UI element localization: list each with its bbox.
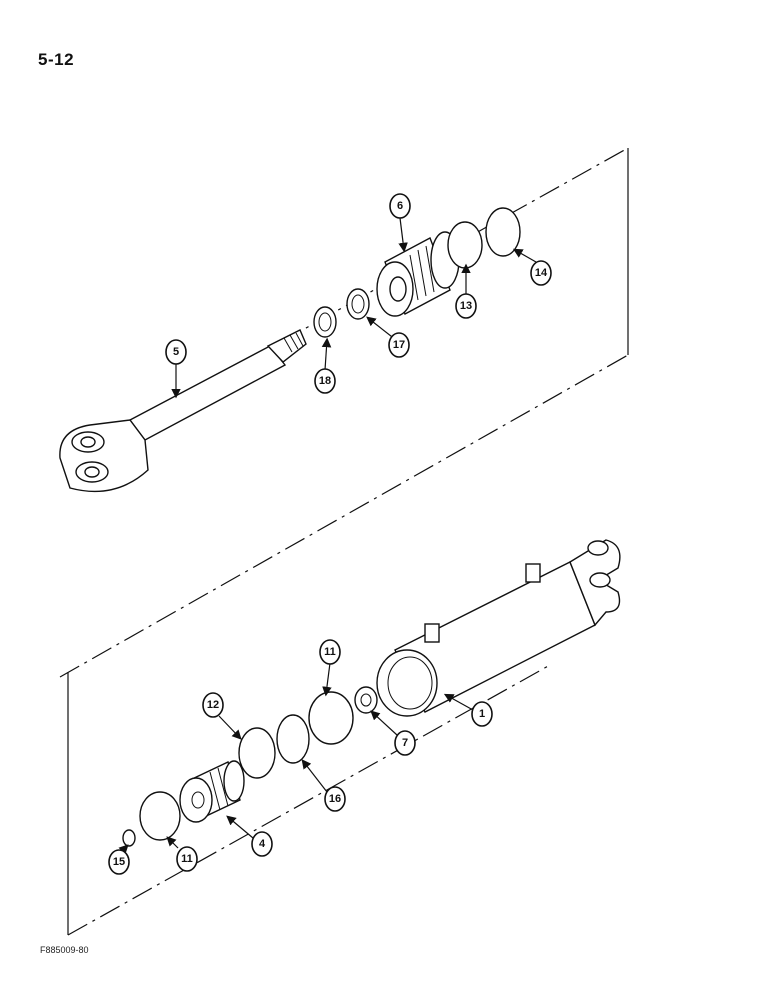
o-ring-15	[122, 829, 136, 847]
callout-6: 6	[389, 193, 411, 219]
callout-15: 15	[108, 849, 130, 875]
svg-text:6: 6	[397, 200, 403, 212]
callout-16: 16	[324, 786, 346, 812]
svg-text:11: 11	[181, 853, 193, 865]
frame-lines	[59, 147, 629, 936]
seal-14	[485, 207, 521, 257]
seal-16	[276, 714, 310, 764]
callout-12: 12	[202, 692, 224, 718]
nut	[354, 686, 378, 714]
ring-17	[346, 288, 370, 320]
ring-18	[313, 306, 337, 338]
callout-11-upper: 11	[319, 639, 341, 665]
piston	[179, 760, 245, 823]
svg-text:11: 11	[324, 646, 336, 658]
callout-18: 18	[314, 368, 336, 394]
svg-text:12: 12	[207, 699, 219, 711]
seal-13	[447, 221, 483, 269]
cylinder-barrel	[376, 539, 621, 717]
page-number: 5-12	[38, 50, 75, 69]
callout-11-lower: 11	[176, 846, 198, 872]
svg-text:14: 14	[535, 267, 548, 279]
callout-5: 5	[165, 339, 187, 365]
backup-ring-11-lower	[139, 791, 181, 841]
gland	[376, 231, 460, 317]
callout-13: 13	[455, 293, 477, 319]
svg-text:18: 18	[319, 375, 331, 387]
callout-7: 7	[394, 730, 416, 756]
leader-lines	[118, 217, 537, 855]
svg-text:16: 16	[329, 793, 341, 805]
callout-17: 17	[388, 332, 410, 358]
callout-4: 4	[251, 831, 273, 857]
backup-ring-11-upper	[308, 691, 354, 745]
svg-text:13: 13	[460, 300, 472, 312]
svg-text:4: 4	[259, 838, 266, 850]
svg-text:17: 17	[393, 339, 405, 351]
seal-12	[238, 727, 276, 779]
callout-1: 1	[471, 701, 493, 727]
callout-14: 14	[530, 260, 552, 286]
figure-code: F885009-80	[40, 945, 89, 955]
svg-text:7: 7	[402, 737, 408, 749]
svg-text:15: 15	[113, 856, 125, 868]
piston-rod	[59, 329, 307, 493]
svg-text:1: 1	[479, 708, 485, 720]
svg-text:5: 5	[173, 346, 179, 358]
